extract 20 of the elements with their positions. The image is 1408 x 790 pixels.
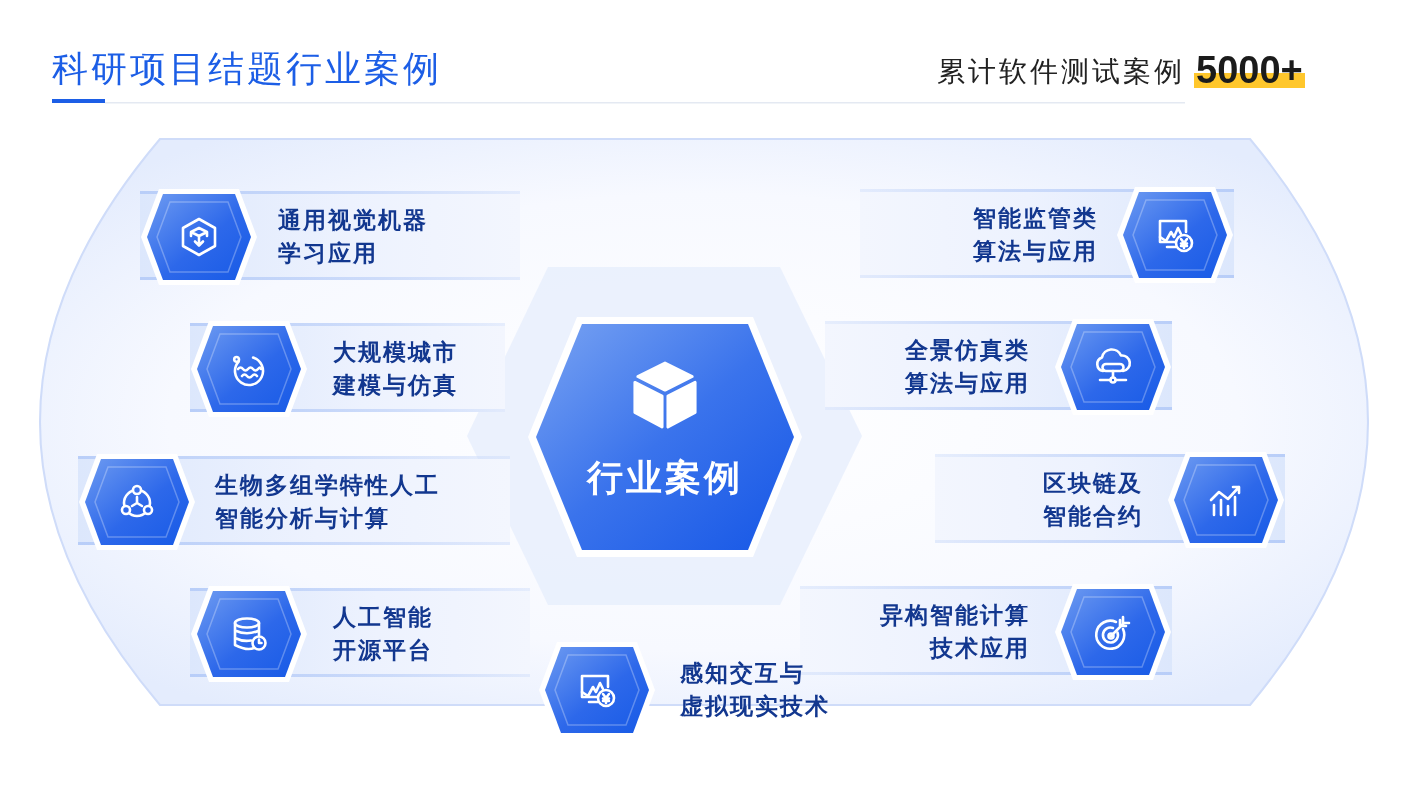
- feature-banner: [78, 453, 510, 551]
- stat-caption: 累计软件测试案例: [937, 54, 1185, 90]
- feature-banner: [825, 318, 1172, 416]
- item-label: 区块链及智能合约: [1042, 469, 1143, 531]
- feature-banner: [860, 186, 1234, 284]
- hexagon-node: [527, 316, 803, 558]
- item-label: 生物多组学特性人工智能分析与计算: [215, 471, 441, 533]
- item-label: 通用视觉机器学习应用: [278, 206, 429, 268]
- hub-label: 行业案例: [585, 456, 744, 500]
- item-label: 异构智能计算技术应用: [879, 601, 1030, 663]
- feature-banner: [190, 585, 530, 683]
- item-label: 大规模城市建模与仿真: [333, 338, 459, 400]
- feature-banner: [190, 320, 505, 418]
- item-label: 全景仿真类算法与应用: [904, 336, 1030, 398]
- item-label: 人工智能开源平台: [333, 603, 434, 665]
- feature-banner: [140, 188, 520, 286]
- item-label: 智能监管类算法与应用: [972, 204, 1098, 266]
- feature-banner: [935, 451, 1285, 549]
- title: 科研项目结题行业案例: [52, 47, 442, 91]
- item-label: 感知交互与虚拟现实技术: [680, 659, 831, 721]
